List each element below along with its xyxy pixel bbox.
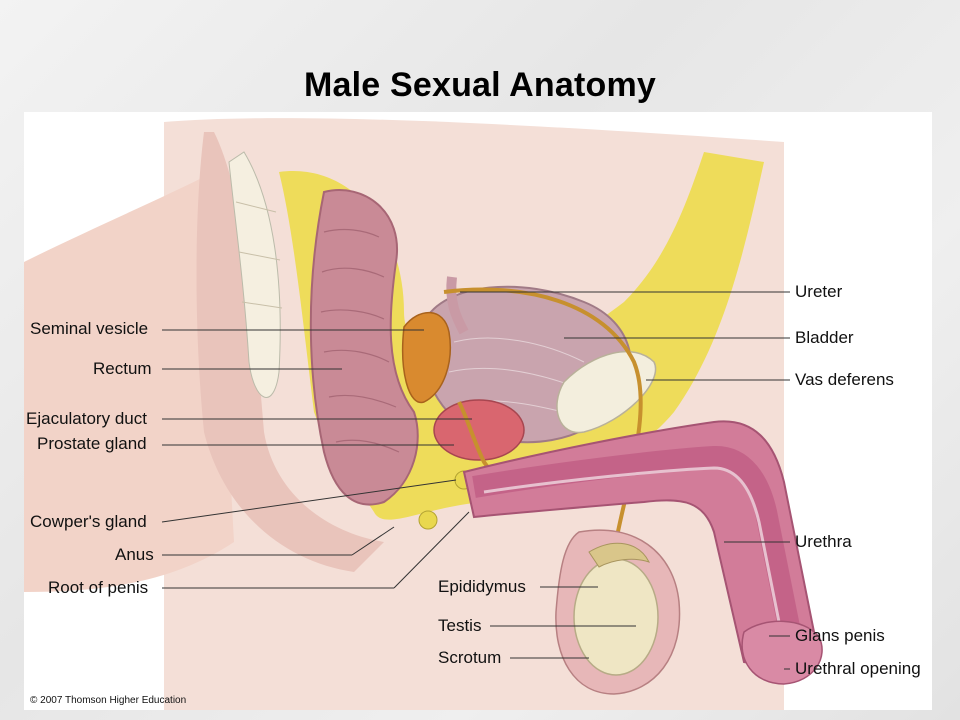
label-urethral-opening: Urethral opening (795, 659, 921, 678)
label-seminal-vesicle: Seminal vesicle (30, 319, 149, 338)
label-testis: Testis (438, 616, 482, 635)
leader-lines (161, 291, 790, 670)
label-urethra: Urethra (795, 532, 852, 551)
label-cowpers-gland: Cowper's gland (30, 512, 147, 531)
label-vas-deferens: Vas deferens (795, 370, 894, 389)
anatomy-illustration (24, 118, 823, 710)
anatomy-figure: Seminal vesicle Rectum Ejaculatory duct … (24, 112, 932, 710)
glans-shape (741, 620, 823, 685)
epididymus-shape (588, 542, 650, 568)
prostate-shape (433, 399, 525, 461)
label-root-of-penis: Root of penis (48, 578, 149, 597)
label-scrotum: Scrotum (438, 648, 502, 667)
urethra-tube (483, 466, 788, 658)
seminal-vesicle-shape (401, 311, 451, 404)
slide-title: Male Sexual Anatomy (303, 66, 657, 104)
label-ureter: Ureter (795, 282, 843, 301)
copyright-notice: © 2007 Thomson Higher Education (30, 695, 187, 706)
label-anus: Anus (115, 545, 154, 564)
sacrum-segments (235, 201, 283, 309)
label-prostate-gland: Prostate gland (37, 434, 147, 453)
label-bladder: Bladder (795, 328, 854, 347)
label-glans-penis: Glans penis (795, 626, 885, 645)
sacrum-bone (228, 151, 281, 398)
corpus-spongiosum (472, 446, 803, 645)
buttock-skin (24, 172, 234, 592)
rectum-folds (320, 228, 400, 453)
label-rectum: Rectum (93, 359, 152, 378)
cowpers-gland-shape-2 (418, 510, 438, 530)
label-epididymus: Epididymus (438, 577, 526, 596)
label-ejaculatory-duct: Ejaculatory duct (26, 409, 147, 428)
ureter-tube (446, 276, 469, 335)
